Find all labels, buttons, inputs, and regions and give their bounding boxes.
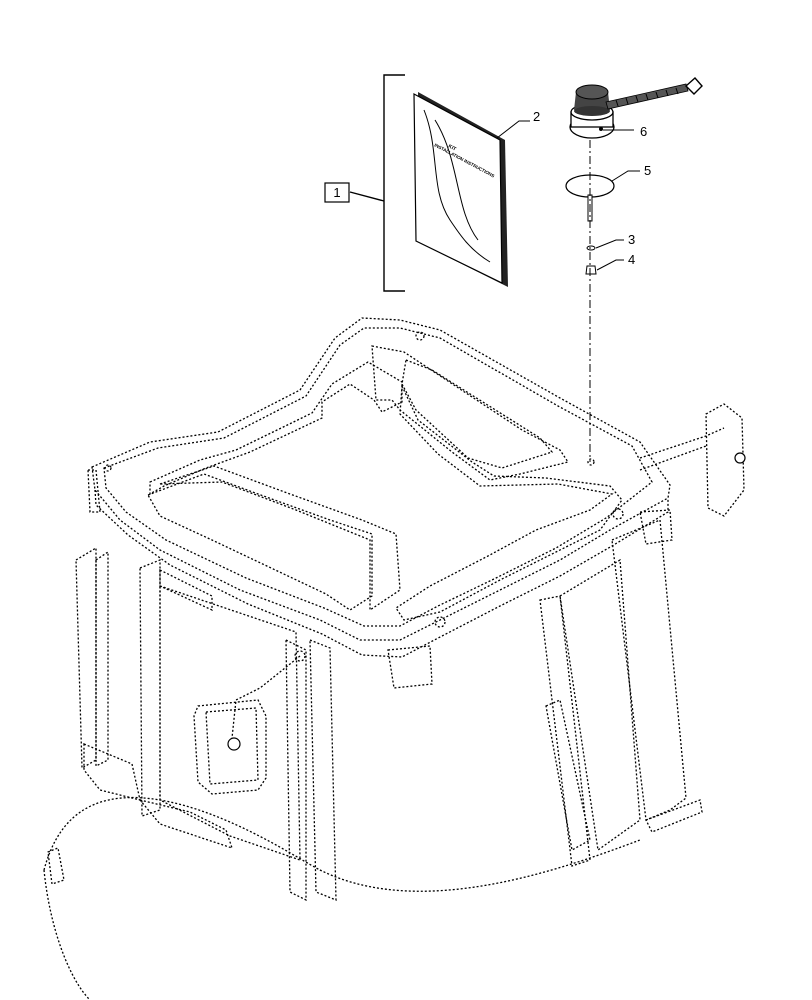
cab-body — [43, 403, 746, 1000]
nut — [585, 265, 597, 275]
callout-label-3: 3 — [628, 232, 635, 247]
callout-label-1: 1 — [333, 185, 340, 200]
callout-2: 2 — [496, 109, 540, 139]
callout-4: 4 — [596, 252, 635, 271]
callout-label-5: 5 — [644, 163, 651, 178]
callout-label-6: 6 — [640, 124, 647, 139]
instruction-booklet: KIT INSTALLATION INSTRUCTIONS — [413, 92, 508, 287]
callout-label-2: 2 — [533, 109, 540, 124]
callout-bracket-1: 1 — [324, 74, 405, 292]
cab-roof — [87, 317, 673, 689]
callout-6: 6 — [603, 124, 647, 139]
callout-label-4: 4 — [628, 252, 635, 267]
beacon-light — [569, 77, 703, 139]
booklet-title: KIT — [447, 143, 457, 152]
callout-3: 3 — [595, 232, 635, 249]
mounting-pad — [565, 174, 615, 222]
callout-5: 5 — [611, 163, 651, 182]
washer — [586, 245, 596, 251]
callout-box-1 — [324, 182, 350, 203]
